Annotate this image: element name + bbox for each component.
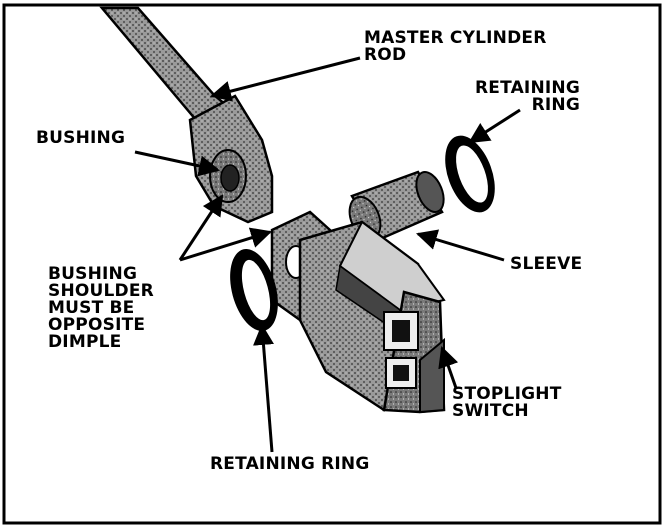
retaining-ring-bottom <box>230 249 278 331</box>
label-bushing-note-line1: BUSHING <box>48 264 138 284</box>
label-master-cylinder-rod: MASTER CYLINDER ROD <box>364 30 547 64</box>
label-bushing-note-line4: OPPOSITE <box>48 315 146 335</box>
label-stoplight-switch-line2: SWITCH <box>452 401 529 421</box>
leader-ring-bottom <box>253 323 274 453</box>
master-cylinder-rod <box>99 6 274 224</box>
stoplight-switch <box>270 210 446 414</box>
leader-ring-top <box>468 108 521 144</box>
label-master-cylinder-rod-line1: MASTER CYLINDER <box>364 28 547 48</box>
label-bushing-note: BUSHING SHOULDER MUST BE OPPOSITE DIMPLE <box>48 266 154 351</box>
label-retaining-ring-top-line2: RING <box>531 95 580 115</box>
leader-lines <box>134 56 521 453</box>
label-master-cylinder-rod-line2: ROD <box>364 45 407 65</box>
label-stoplight-switch: STOPLIGHT SWITCH <box>452 386 562 420</box>
label-bushing-note-line5: DIMPLE <box>48 332 122 352</box>
label-retaining-ring-top: RETAINING RING <box>460 80 580 114</box>
label-retaining-ring-bottom: RETAINING RING <box>210 454 370 474</box>
leader-switch <box>438 346 459 389</box>
page-border <box>2 3 662 525</box>
retaining-ring-top <box>445 135 495 213</box>
label-retaining-ring-top-line1: RETAINING <box>475 78 580 98</box>
leader-note-2 <box>179 227 273 262</box>
leader-rod <box>209 56 361 102</box>
label-bushing-note-line2: SHOULDER <box>48 281 154 301</box>
label-sleeve: SLEEVE <box>510 254 583 274</box>
label-stoplight-switch-line1: STOPLIGHT <box>452 384 562 404</box>
leader-sleeve <box>415 229 505 262</box>
leader-note-1 <box>178 194 224 261</box>
label-bushing-note-line3: MUST BE <box>48 298 135 318</box>
label-bushing: BUSHING <box>36 128 126 148</box>
leader-bushing <box>134 150 221 177</box>
